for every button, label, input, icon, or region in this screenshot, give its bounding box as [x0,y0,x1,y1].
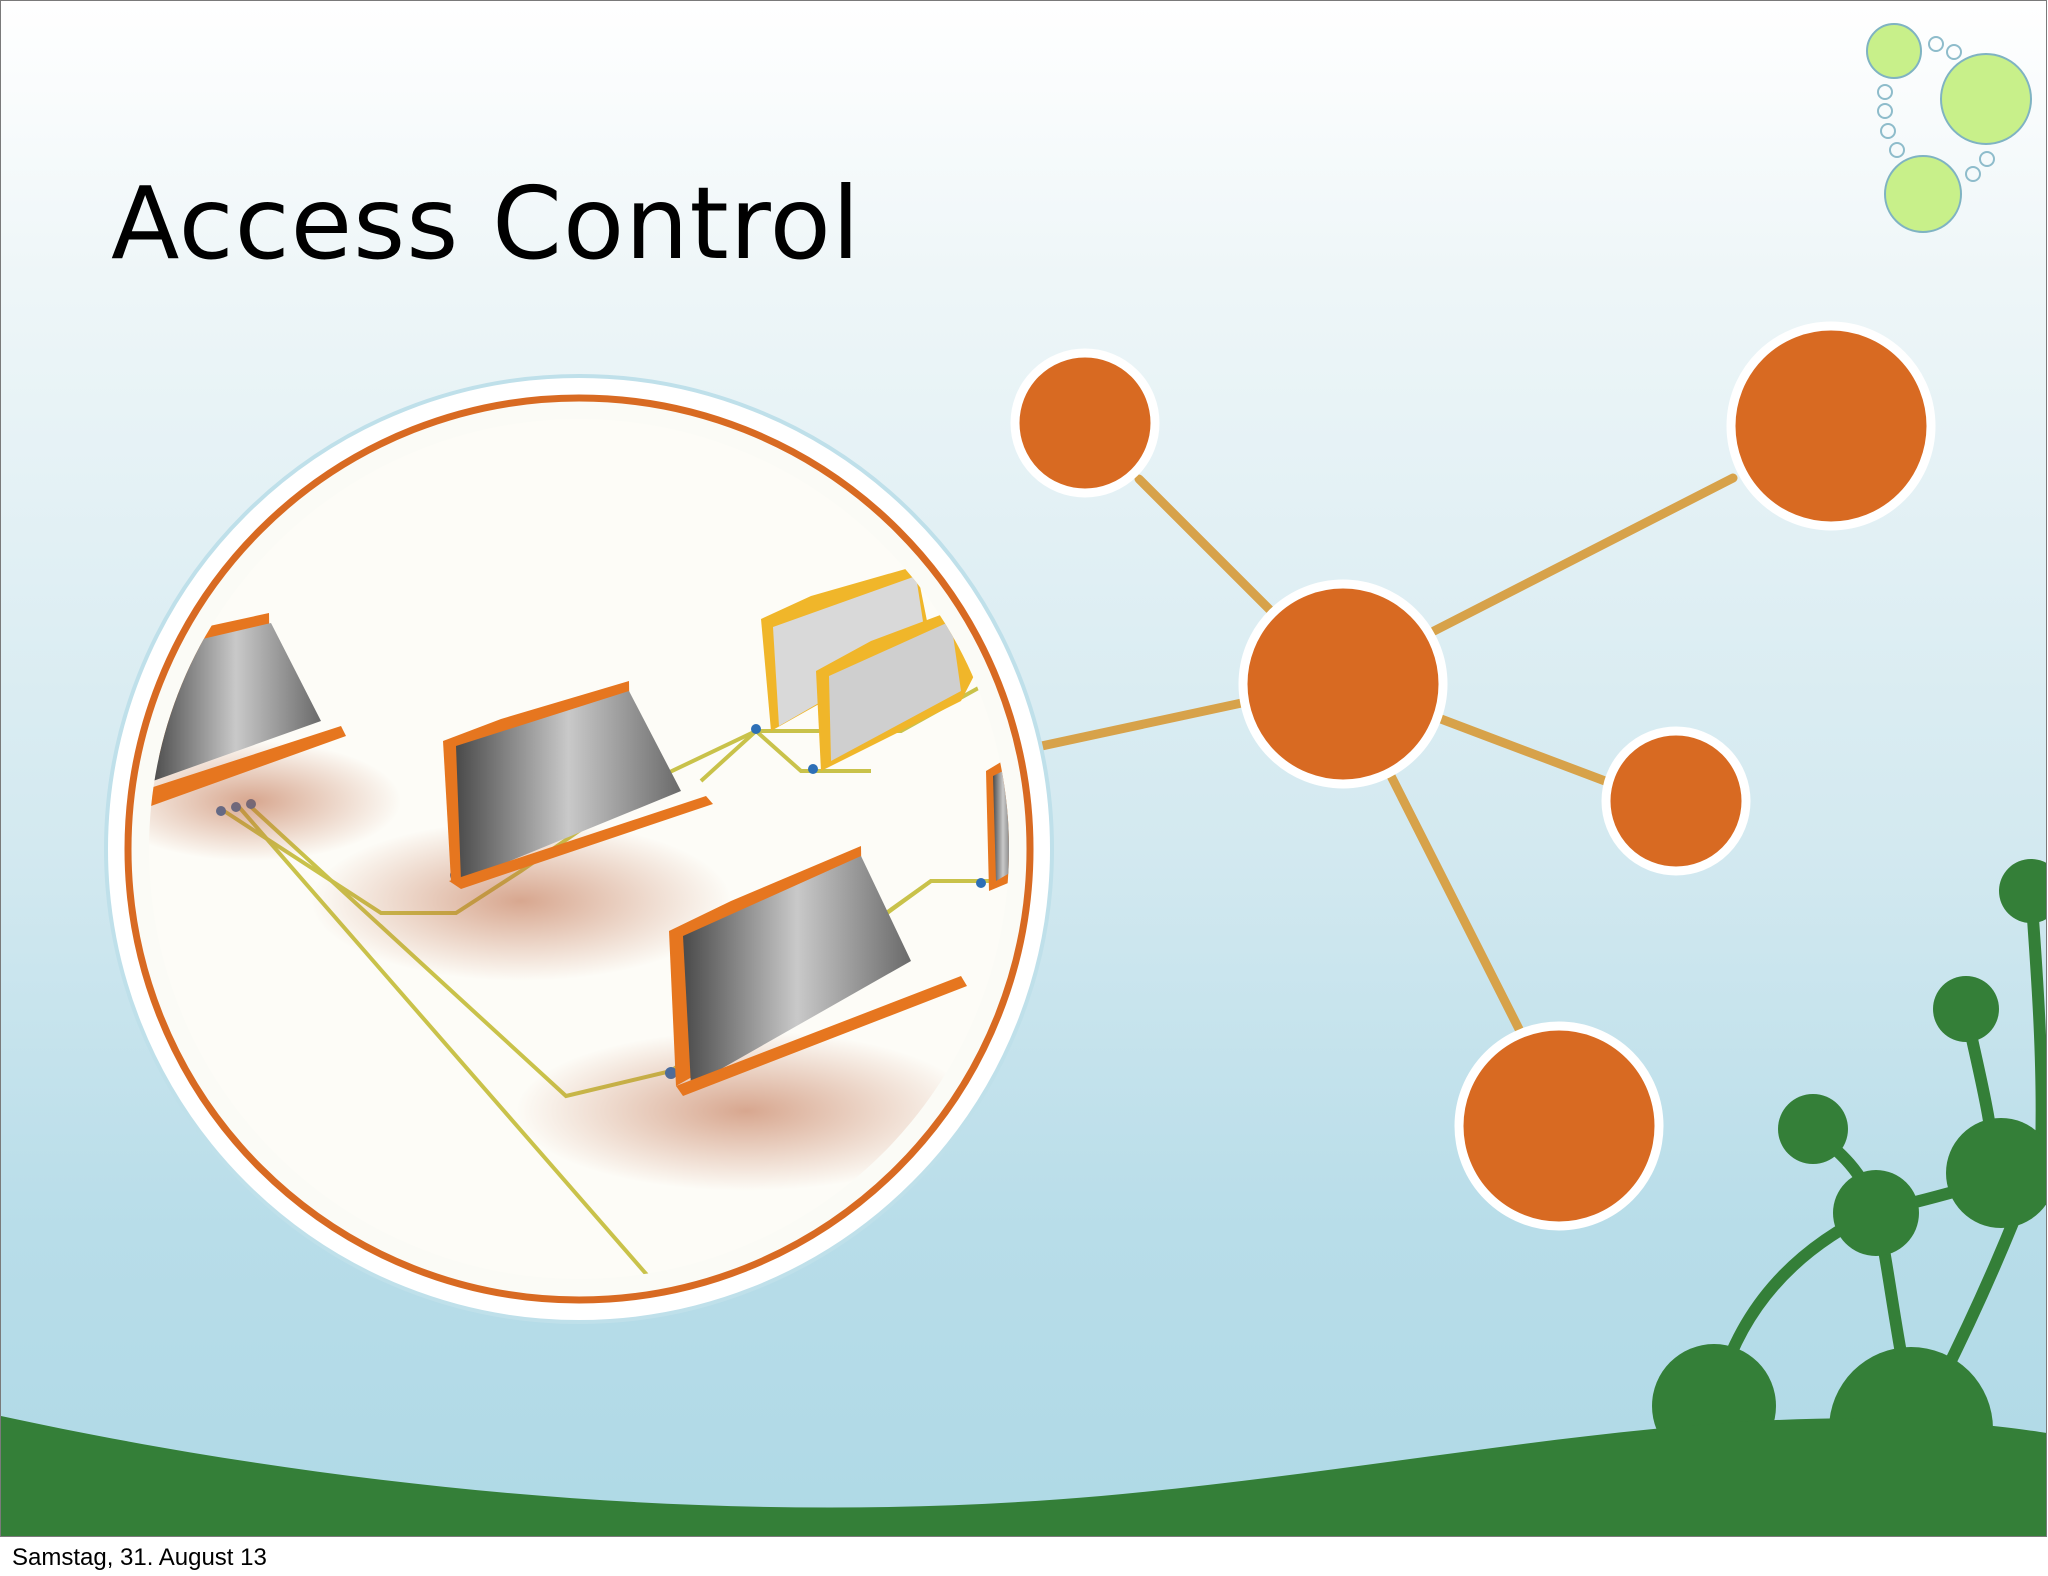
network-node [1601,726,1751,876]
open-folder-icon [516,846,976,1191]
open-folder-icon [311,681,731,981]
network-node-diagram [1010,321,1936,1231]
footer-date: Samstag, 31. August 13 [12,1544,267,1571]
network-node [1726,321,1936,531]
network-connectors [1004,473,1738,1038]
slide: Access Control [0,0,2047,1537]
network-node [1454,1021,1664,1231]
green-hill-with-plants [1,859,2046,1536]
slide-title: Access Control [111,165,861,282]
bubble-logo [1866,23,2032,233]
network-node [1238,579,1448,789]
slide-graphics [1,23,2046,1536]
yellow-folder-icon [761,566,979,771]
network-node [1010,348,1160,498]
folder-hierarchy-illustration [104,374,1054,1324]
